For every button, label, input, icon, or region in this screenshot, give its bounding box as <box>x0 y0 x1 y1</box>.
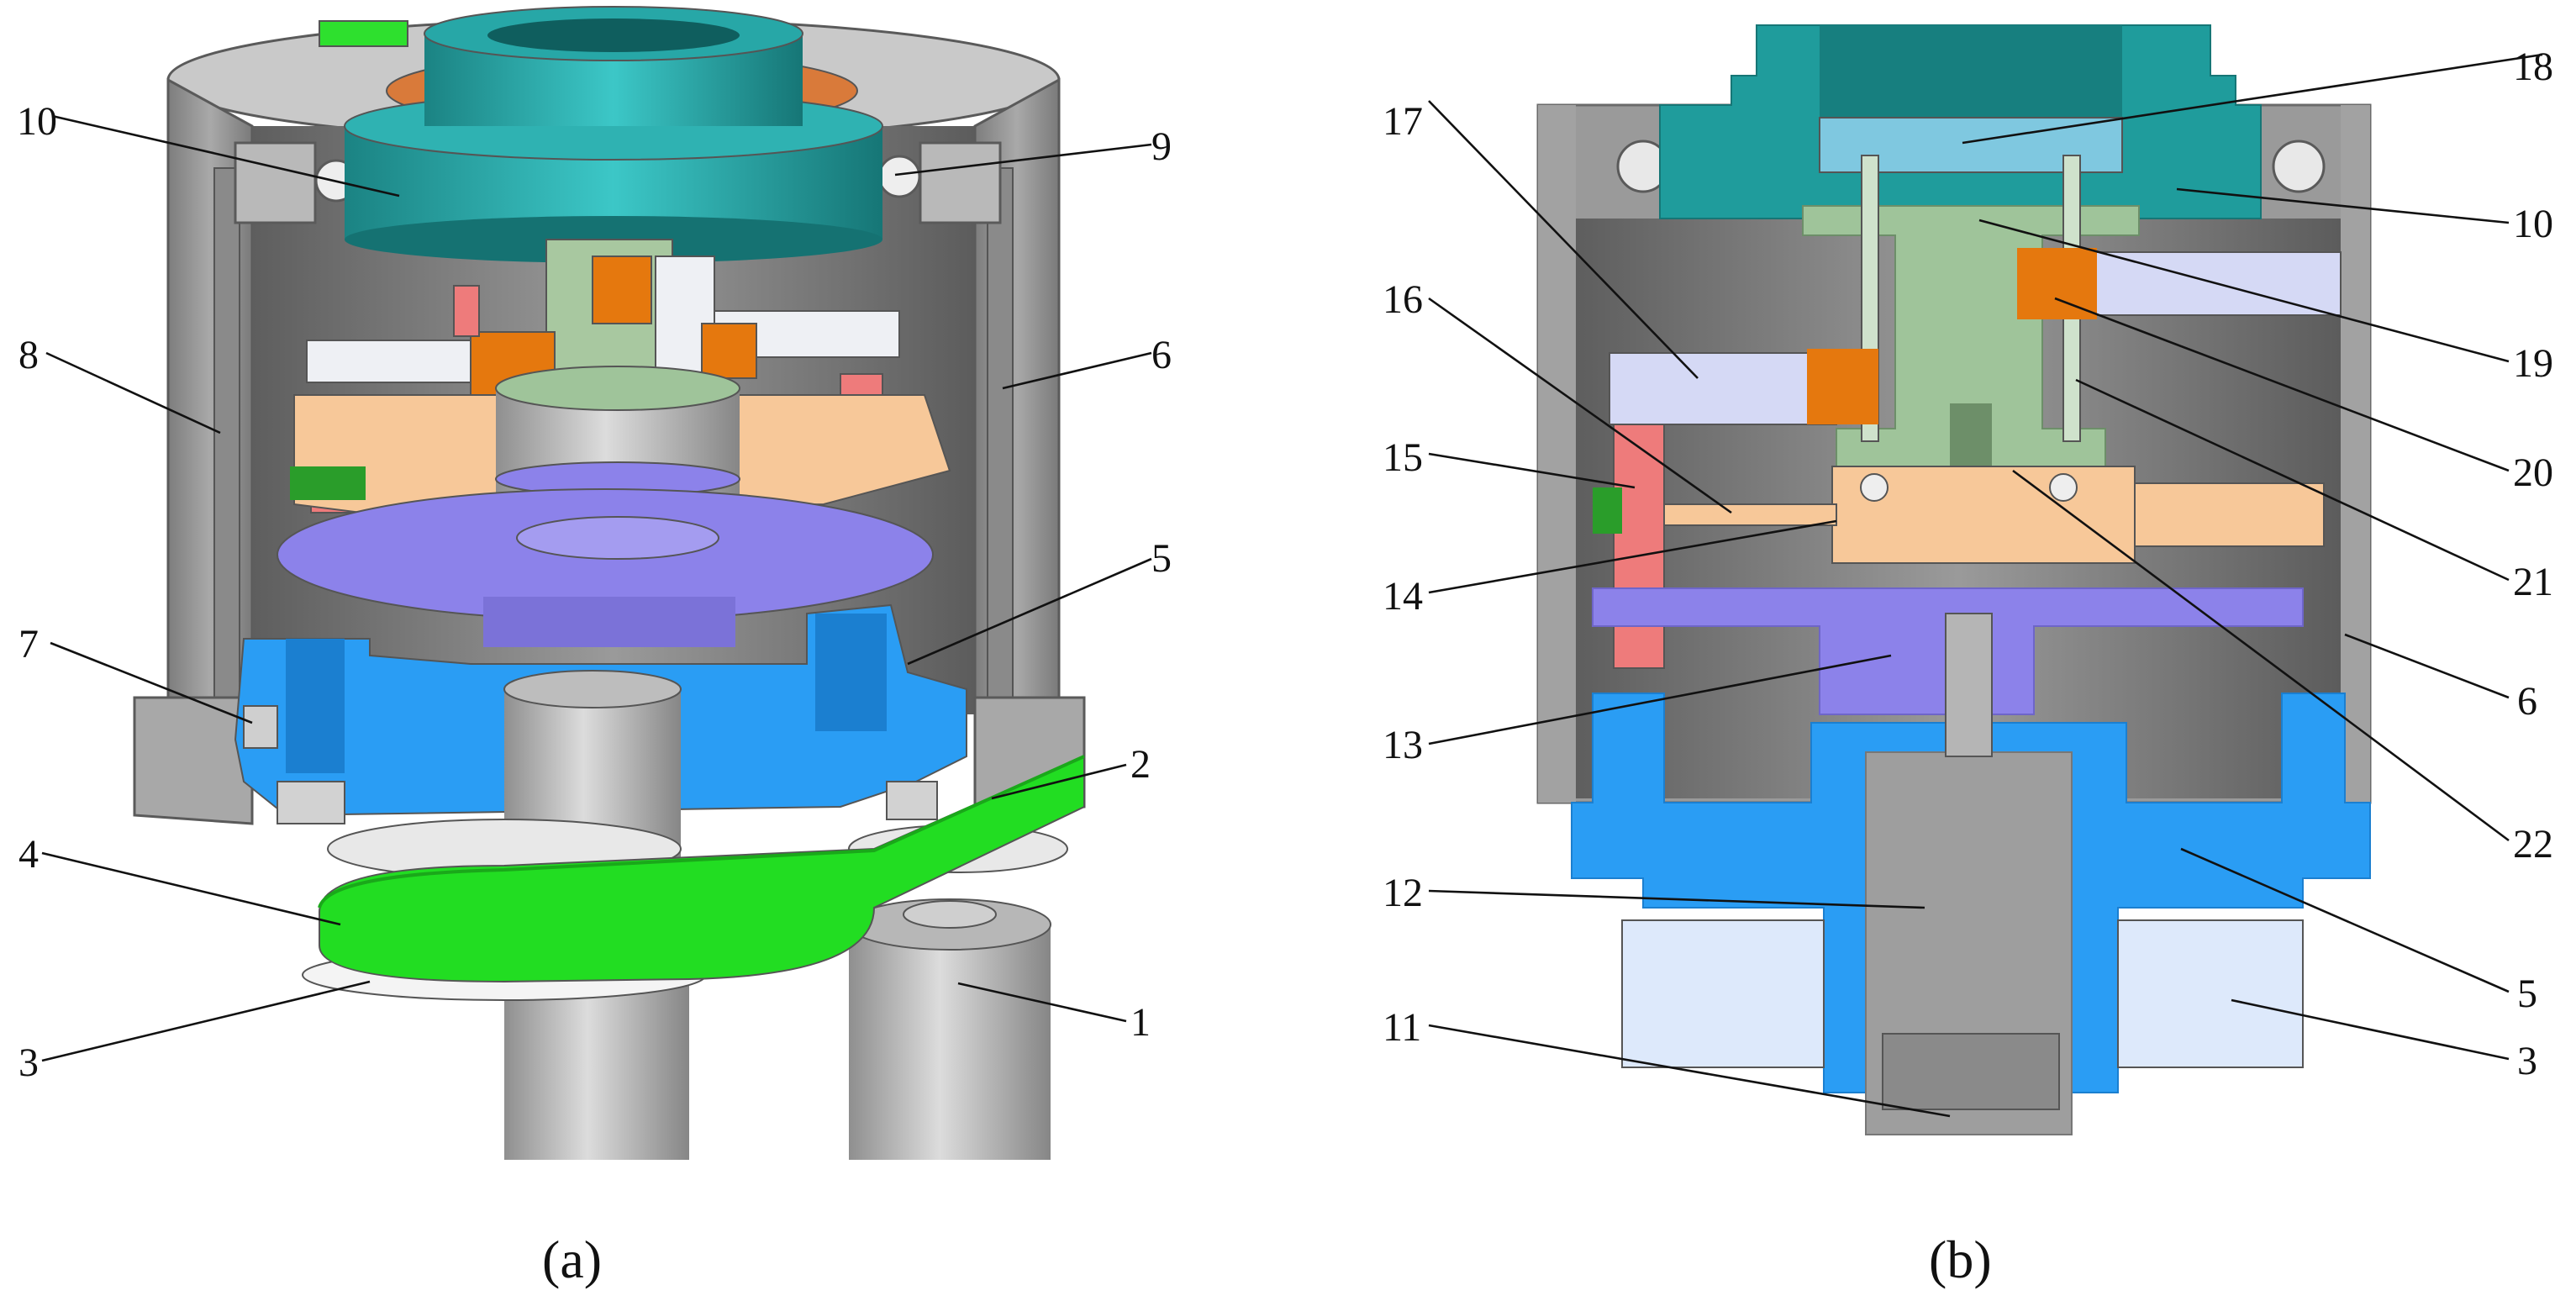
housing-bottom-flange-left <box>133 696 254 825</box>
green-strip-15 <box>1593 487 1622 534</box>
blue-post-left <box>286 639 345 773</box>
panel-b: 17 18 10 16 19 15 20 14 21 6 13 22 12 5 … <box>1383 24 2553 1289</box>
bracket-left <box>277 781 345 824</box>
orange-block-20 <box>2017 248 2097 319</box>
callout-b-17: 17 <box>1383 99 1423 144</box>
pulley-3-left <box>1621 919 1825 1068</box>
rotor-10-bore <box>487 18 740 52</box>
rod-16 <box>1642 503 1837 526</box>
central-column-top <box>503 670 682 708</box>
leader-a-10 <box>51 114 400 198</box>
callout-a-4: 4 <box>18 832 39 877</box>
bearing-stack-top <box>495 366 740 411</box>
caption-b: (b) <box>1929 1230 1992 1289</box>
motor-1-body <box>849 924 1051 1160</box>
callout-a-1: 1 <box>1130 1000 1151 1045</box>
leader-a-5 <box>907 557 1152 666</box>
leader-a-1 <box>957 982 1127 1023</box>
callout-b-15: 15 <box>1383 435 1423 480</box>
blue-post-right <box>815 614 887 731</box>
callout-a-3: 3 <box>18 1040 39 1085</box>
leader-b-13 <box>1428 654 1892 745</box>
leader-a-3 <box>41 980 371 1062</box>
leader-b-3 <box>2231 998 2510 1061</box>
bearing-9-left <box>234 141 317 224</box>
green-strip-left <box>290 466 366 500</box>
salmon-post-15 <box>1613 424 1665 669</box>
bearing-ball-b-right <box>2272 140 2326 193</box>
leader-b-11 <box>1428 1024 1951 1118</box>
arm-17 <box>1609 352 1837 425</box>
leader-b-17 <box>1428 100 1699 379</box>
top-green-clip <box>319 20 408 47</box>
leader-b-18 <box>1962 53 2543 145</box>
motor-1-hub <box>903 900 997 929</box>
callout-b-10: 10 <box>2513 202 2553 246</box>
leader-b-10 <box>2176 187 2510 224</box>
callout-b-18: 18 <box>2513 45 2553 89</box>
leader-b-19 <box>1978 219 2510 363</box>
leader-b-21 <box>2075 378 2510 582</box>
callout-a-10: 10 <box>17 99 57 144</box>
bearing-14-left <box>1860 473 1889 502</box>
leader-b-15 <box>1428 452 1636 489</box>
orange-block-right <box>701 323 757 379</box>
housing-left-wall-b <box>1538 105 1576 803</box>
peach-plate-right <box>2134 482 2325 547</box>
rotor-10-bore-b <box>1820 25 2122 118</box>
callout-b-16: 16 <box>1383 277 1423 322</box>
callout-b-13: 13 <box>1383 723 1423 767</box>
shaft-12-upper <box>1945 613 1993 757</box>
leader-b-16 <box>1428 297 1732 514</box>
orange-block-17 <box>1807 349 1878 424</box>
leader-a-6 <box>1002 351 1152 390</box>
belt-4-top-face <box>318 755 1085 909</box>
leader-b-14 <box>1428 519 1837 594</box>
leader-a-4 <box>41 851 341 926</box>
callout-a-6: 6 <box>1151 333 1172 377</box>
leader-b-6 <box>2344 633 2510 699</box>
callout-b-5: 5 <box>2517 972 2537 1016</box>
leader-b-12 <box>1428 889 1925 909</box>
callout-b-12: 12 <box>1383 871 1423 915</box>
inner-sleeve-8 <box>213 167 240 707</box>
leader-b-20 <box>2054 297 2510 472</box>
bearing-14-right <box>2049 473 2078 502</box>
leader-b-22 <box>2012 469 2510 842</box>
coupling-11 <box>1882 1033 2060 1110</box>
bearing-9-right <box>919 141 1002 224</box>
callout-b-19: 19 <box>2513 341 2553 386</box>
mount-7 <box>243 705 278 749</box>
callout-a-5: 5 <box>1151 536 1172 581</box>
callout-b-22: 22 <box>2513 822 2553 866</box>
leader-a-2 <box>991 763 1127 800</box>
callout-b-14: 14 <box>1383 574 1423 619</box>
housing-right-wall-b <box>2341 105 2370 803</box>
callout-b-21: 21 <box>2513 560 2553 604</box>
salmon-post-top <box>453 285 480 337</box>
leader-b-5 <box>2180 847 2510 993</box>
callout-a-8: 8 <box>18 333 39 377</box>
belt-4 <box>319 755 1085 983</box>
callout-b-20: 20 <box>2513 450 2553 495</box>
bearing-ball-right <box>877 155 921 198</box>
orange-block-top <box>592 255 652 324</box>
leader-a-7 <box>50 641 253 724</box>
callout-b-3: 3 <box>2517 1039 2537 1083</box>
callout-a-7: 7 <box>18 622 39 666</box>
purple-hub-lower <box>483 597 735 647</box>
callout-a-2: 2 <box>1130 742 1151 787</box>
callout-b-11: 11 <box>1383 1005 1421 1050</box>
panel-a: 10 9 8 6 5 7 2 4 3 1 (a) <box>17 6 1172 1289</box>
pulley-3-right <box>2117 919 2304 1068</box>
callout-b-6: 6 <box>2517 679 2537 724</box>
leader-a-8 <box>45 351 221 435</box>
purple-disc-hub <box>516 516 719 560</box>
callout-a-9: 9 <box>1151 124 1172 169</box>
caption-a: (a) <box>542 1230 602 1289</box>
bracket-right <box>886 781 938 820</box>
leader-a-9 <box>894 143 1152 176</box>
